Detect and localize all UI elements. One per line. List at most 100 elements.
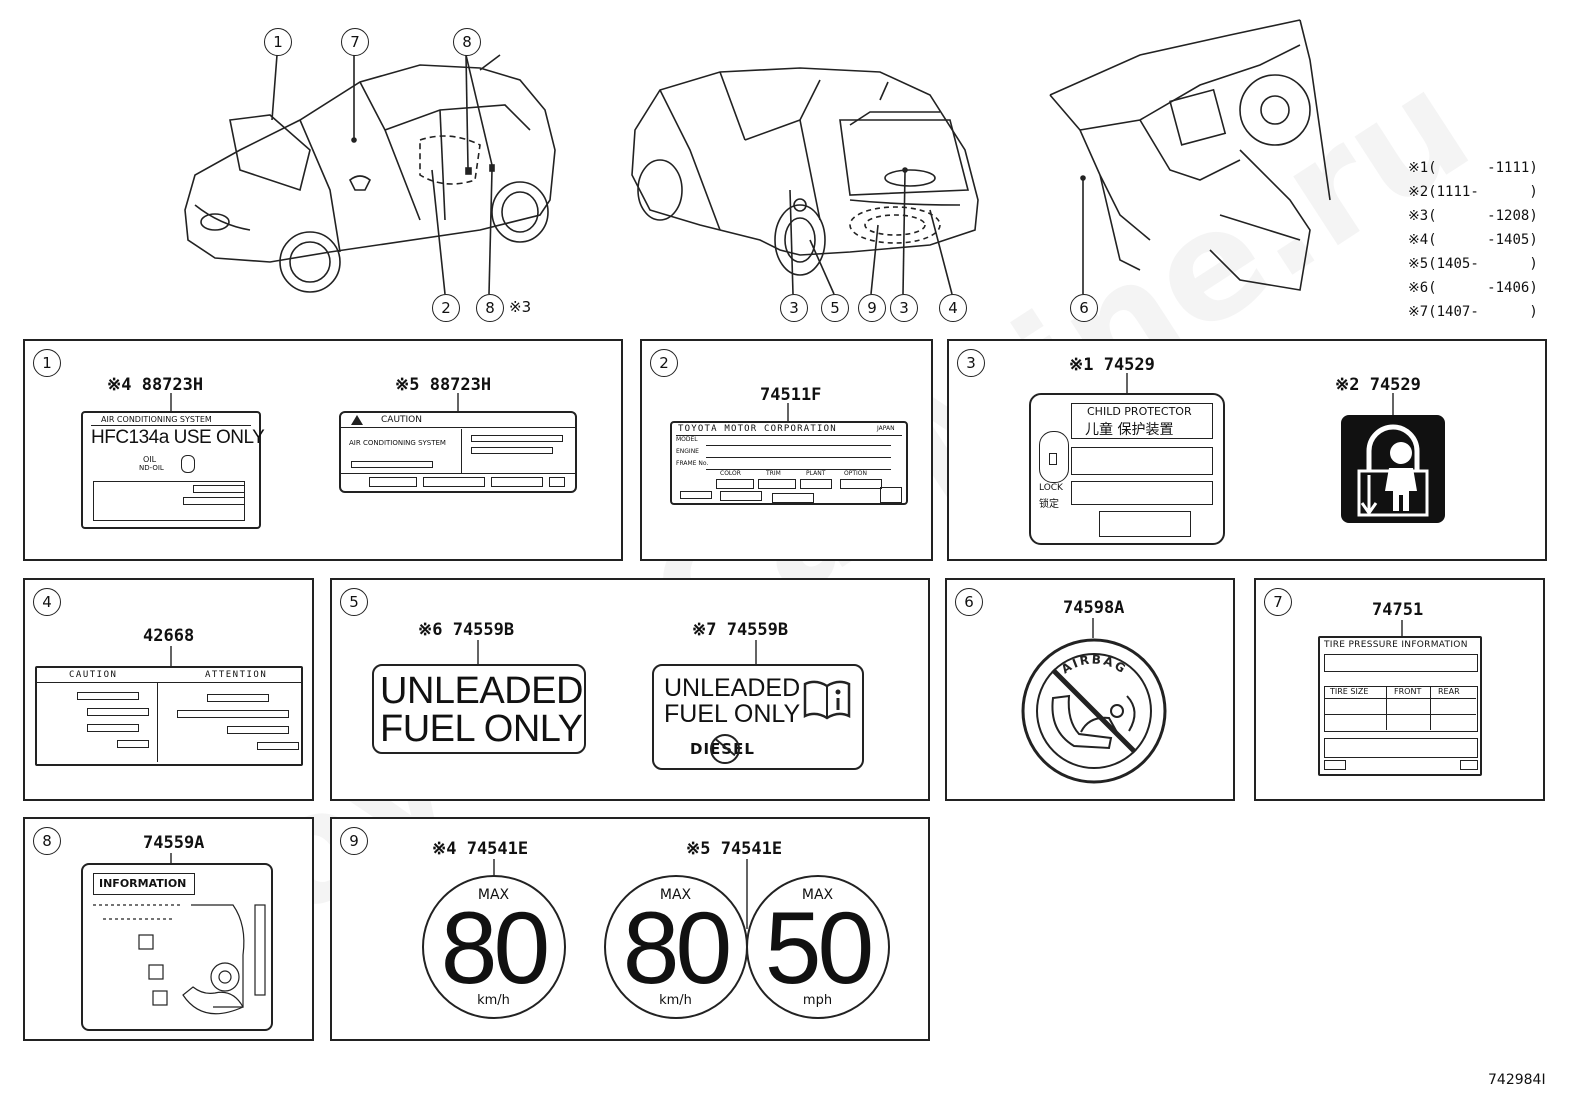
interior-dash-view	[1049, 19, 1331, 294]
part-number: 74559A	[143, 833, 205, 853]
child-lock-icon	[1341, 415, 1445, 523]
sign-unit: mph	[802, 993, 833, 1008]
label-caution: CAUTION	[69, 670, 118, 680]
plate-trim: TRIM	[766, 470, 781, 477]
label-attention: ATTENTION	[205, 670, 268, 680]
panel-8-information-label: 8 74559A INFORMATION	[23, 817, 314, 1041]
sign-max: MAX	[477, 887, 510, 903]
col-tire-size: TIRE SIZE	[1330, 687, 1369, 696]
label-oil: OIL	[143, 455, 157, 464]
sign-value: 80	[440, 891, 550, 1005]
sign-max: MAX	[801, 887, 834, 903]
part-number: ※7 74559B	[692, 620, 789, 640]
legend-item: ※4( -1405)	[1408, 232, 1538, 248]
callout-9: 9	[858, 294, 886, 322]
callout-3a: 3	[780, 294, 808, 322]
callout-2: 2	[432, 294, 460, 322]
part-number: ※5 74541E	[686, 839, 783, 859]
unleaded-label-a: UNLEADED FUEL ONLY	[372, 664, 586, 754]
figure-code: 742984I	[1488, 1072, 1546, 1088]
label-title-en: CHILD PROTECTOR	[1087, 405, 1192, 418]
panel-number: 2	[650, 349, 678, 377]
speed-sign-80-kmh: MAX 80 km/h	[422, 875, 566, 1019]
plate-company: TOYOTA MOTOR CORPORATION	[678, 424, 837, 434]
callout-3b: 3	[890, 294, 918, 322]
panel-7-tire-pressure: 7 74751 TIRE PRESSURE INFORMATION TIRE S…	[1254, 578, 1545, 801]
panel-2-vin-plate: 2 74511F TOYOTA MOTOR CORPORATION JAPAN …	[640, 339, 933, 561]
child-protector-label: CHILD PROTECTOR 儿童 保护装置 LOCK 锁定	[1029, 393, 1225, 545]
prohibited-icon	[710, 734, 740, 764]
sign-unit: km/h	[659, 993, 692, 1008]
plate-engine: ENGINE	[676, 448, 699, 455]
panel-5-fuel-labels: 5 ※6 74559B ※7 74559B UNLEADED FUEL ONLY…	[330, 578, 930, 801]
leader-lines	[493, 859, 748, 929]
label-lock-en: LOCK	[1039, 483, 1063, 493]
plate-frame: FRAME No.	[676, 460, 709, 467]
panel-number: 6	[955, 588, 983, 616]
plate-country: JAPAN	[877, 425, 895, 432]
ac-label-a: AIR CONDITIONING SYSTEM HFC134a USE ONLY…	[81, 411, 265, 529]
panel-3-child-protector: 3 ※1 74529 ※2 74529 CHILD PROTECTOR 儿童 保…	[947, 339, 1547, 561]
label-oil-2: ND-OIL	[139, 464, 164, 472]
label-line-1: UNLEADED	[664, 674, 801, 702]
label-title: HFC134a USE ONLY	[91, 427, 265, 448]
callout-1: 1	[264, 28, 292, 56]
leader-lines	[477, 640, 757, 664]
callout-6: 6	[1070, 294, 1098, 322]
col-rear: REAR	[1438, 687, 1460, 696]
label-title: TIRE PRESSURE INFORMATION	[1324, 640, 1468, 650]
callout-8: 8	[453, 28, 481, 56]
label-title: INFORMATION	[99, 877, 187, 890]
callout-8-lower: 8	[476, 294, 504, 322]
label-header: CAUTION	[381, 415, 422, 425]
part-number: ※4 74541E	[432, 839, 529, 859]
panel-number: 3	[957, 349, 985, 377]
part-number: 74751	[1372, 600, 1424, 620]
panel-number: 8	[33, 827, 61, 855]
part-number: ※2 74529	[1335, 375, 1421, 395]
legend-item: ※1( -1111)	[1408, 160, 1538, 176]
callout-5: 5	[821, 294, 849, 322]
panel-9-speed-labels: 9 ※4 74541E ※5 74541E MAX 80 km/h MAX 80…	[330, 817, 930, 1041]
sign-max: MAX	[659, 887, 692, 903]
airbag-warning-icon: AIRBAG	[1021, 638, 1167, 784]
panel-1-ac-labels: 1 ※4 88723H ※5 88723H AIR CONDITIONING S…	[23, 339, 623, 561]
car-front-view	[184, 54, 556, 295]
label-line-2: FUEL ONLY	[380, 708, 583, 750]
panel-number: 7	[1264, 588, 1292, 616]
label-lock-cn: 锁定	[1039, 499, 1059, 510]
leader-lines	[170, 393, 459, 411]
vehicle-illustrations	[184, 19, 1331, 295]
part-number: 74598A	[1063, 598, 1125, 618]
part-number: 42668	[143, 626, 195, 646]
information-label: INFORMATION	[81, 863, 273, 1031]
plate-color: COLOR	[720, 470, 741, 477]
speed-sign-80-kmh-b: MAX 80 km/h	[604, 875, 748, 1019]
leader-lines	[170, 646, 172, 666]
legend-item: ※3( -1208)	[1408, 208, 1538, 224]
panel-number: 1	[33, 349, 61, 377]
label-header: AIR CONDITIONING SYSTEM	[101, 415, 212, 424]
part-number: ※4 88723H	[107, 375, 204, 395]
legend-item: ※2(1111- )	[1408, 184, 1538, 200]
label-line-1: UNLEADED	[380, 670, 583, 712]
legend-item: ※7(1407- )	[1408, 304, 1538, 320]
sign-value: 50	[764, 891, 874, 1005]
label-subheader: AIR CONDITIONING SYSTEM	[349, 439, 446, 447]
part-number: ※6 74559B	[418, 620, 515, 640]
sign-value: 80	[622, 891, 732, 1005]
col-front: FRONT	[1394, 687, 1422, 696]
label-title-cn: 儿童 保护装置	[1085, 422, 1174, 438]
callout-4: 4	[939, 294, 967, 322]
ac-label-b: CAUTION AIR CONDITIONING SYSTEM	[339, 411, 577, 493]
part-number: ※1 74529	[1069, 355, 1155, 375]
plate-option: OPTION	[844, 470, 867, 477]
part-number: 74511F	[760, 385, 822, 405]
plate-model: MODEL	[676, 436, 698, 443]
leader-lines	[170, 853, 172, 863]
leader-lines	[1092, 618, 1094, 638]
information-diagram	[93, 904, 266, 1015]
manual-info-icon	[803, 680, 851, 720]
leader-lines	[1126, 373, 1394, 415]
panel-number: 4	[33, 588, 61, 616]
